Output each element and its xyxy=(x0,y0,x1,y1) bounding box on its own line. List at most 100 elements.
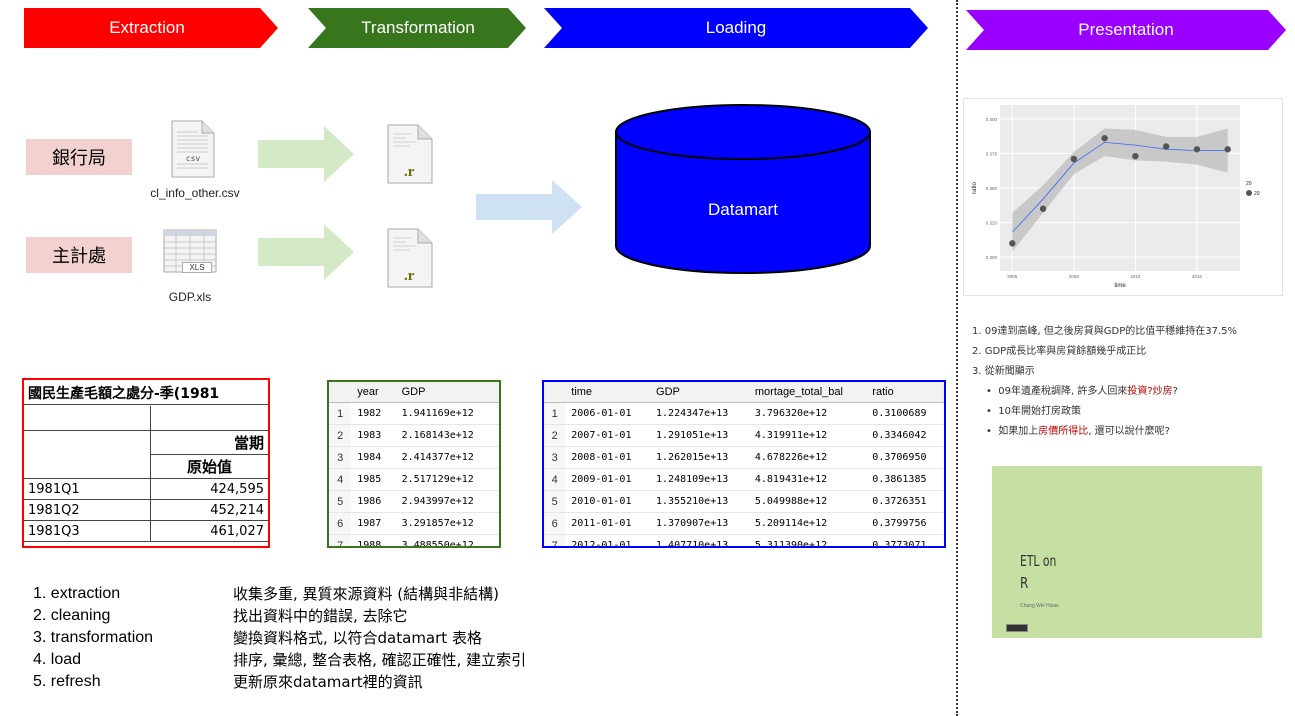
data-point xyxy=(1193,146,1201,153)
table-cell: 5.209114e+12 xyxy=(748,512,867,535)
table-cell: 1.248109e+13 xyxy=(650,468,749,491)
xls-file-name: GDP.xls xyxy=(168,290,212,304)
table-cell: 2007-01-01 xyxy=(565,424,651,447)
note-bullet-2-text: 10年開始打房政策 xyxy=(998,406,1081,417)
y-tick-label: 0.325 xyxy=(986,221,998,226)
note-bullet-1: • 09年遺產稅調降, 許多人回來投資?炒房? xyxy=(986,386,1178,397)
row-number-cell: 3 xyxy=(544,446,566,469)
table-cell: 2006-01-01 xyxy=(565,402,651,425)
table-cell: 2.414377e+12 xyxy=(395,446,499,469)
row-number-cell: 6 xyxy=(544,512,566,535)
step-desc: 找出資料中的錯誤, 去除它 xyxy=(233,607,408,625)
legend-label: 20 xyxy=(1254,191,1260,197)
row-number-cell: 4 xyxy=(544,468,566,491)
note-2: 2. GDP成長比率與房貸餘額幾乎成正比 xyxy=(972,346,1147,357)
row-number-cell: 1 xyxy=(544,402,566,425)
transformation-label: Transformation xyxy=(361,18,475,37)
stage-presentation: Presentation xyxy=(966,10,1286,50)
data-point xyxy=(1132,152,1139,160)
datamart-cylinder: Datamart xyxy=(614,104,872,276)
row-number-cell: 2 xyxy=(544,424,566,447)
x-tick-label: 2006 xyxy=(1007,274,1018,279)
y-tick-label: 0.300 xyxy=(986,255,998,260)
table-cell: 1.407710e+13 xyxy=(650,534,749,546)
table-cell: 1987 xyxy=(351,512,396,535)
note-bullet-3: • 如果加上房價所得比, 還可以說什麼呢? xyxy=(986,426,1170,437)
gdp-sheet-title: 國民生產毛額之處分-季(1981 xyxy=(28,386,220,402)
data-point xyxy=(1224,146,1231,153)
row-number-cell: 7 xyxy=(544,534,566,546)
legend-title: 20 xyxy=(1246,181,1252,187)
table-cell: 1983 xyxy=(351,424,396,447)
table-cell: 1.262015e+13 xyxy=(650,446,749,469)
x-axis-label: time xyxy=(1114,283,1126,289)
table-cell: 1986 xyxy=(351,490,396,513)
gdp-sheet-quarter: 1981Q2 xyxy=(24,499,151,521)
table-cell: 3.796320e+12 xyxy=(748,402,867,425)
table-cell: 2.517129e+12 xyxy=(395,468,499,491)
xls-file-icon: XLS xyxy=(162,228,220,276)
table-cell: 1982 xyxy=(351,402,396,425)
stage-transformation: Transformation xyxy=(308,8,526,48)
row-number-cell: 3 xyxy=(329,446,352,469)
step-desc: 變換資料格式, 以符合datamart 表格 xyxy=(233,629,482,647)
table-cell: 2010-01-01 xyxy=(565,490,651,513)
legend-key xyxy=(1246,190,1252,196)
stage-extraction: Extraction xyxy=(24,8,278,48)
slide-thumbnail[interactable]: ETL on R Chang Wei Hsiao xyxy=(992,466,1262,638)
table-cell: 0.3726351 xyxy=(866,490,944,513)
step-desc: 收集多重, 異質來源資料 (結構與非結構) xyxy=(233,585,500,603)
table-cell: 2.943997e+12 xyxy=(395,490,499,513)
table-cell: 2011-01-01 xyxy=(565,512,651,535)
slide-title-1: ETL on xyxy=(1020,552,1057,570)
table-cell: 1984 xyxy=(351,446,396,469)
note-bullet-1-highlight: 投資?炒房 xyxy=(1127,386,1173,397)
note-bullet-1-text: 09年遺產稅調降, 許多人回來 xyxy=(998,386,1128,397)
data-point xyxy=(1039,205,1047,212)
confidence-band xyxy=(1012,128,1228,252)
table-cell: 1.224347e+13 xyxy=(650,402,749,425)
col-header: ratio xyxy=(866,382,944,403)
table-cell: 0.3100689 xyxy=(866,402,944,425)
note-bullet-3-text: 如果加上 xyxy=(998,426,1039,437)
note-1: 1. 09達到高峰, 但之後房貸與GDP的比值平穩維持在37.5% xyxy=(972,326,1238,337)
table-cell: 1988 xyxy=(351,534,396,546)
gdp-sheet-header-original: 原始值 xyxy=(150,454,268,479)
col-header: mortage_total_bal xyxy=(748,382,867,403)
table-cell: 3.291857e+12 xyxy=(395,512,499,535)
presentation-notes: 1. 09達到高峰, 但之後房貸與GDP的比值平穩維持在37.5% 2. GDP… xyxy=(972,322,1237,442)
table-cell: 1985 xyxy=(351,468,396,491)
y-tick-label: 0.375 xyxy=(986,151,998,156)
table-cell: 1.291051e+13 xyxy=(650,424,749,447)
table-cell: 2008-01-01 xyxy=(565,446,651,469)
slide-title-2: R xyxy=(1020,574,1029,592)
step-desc: 排序, 彙總, 整合表格, 確認正確性, 建立索引 xyxy=(233,651,527,669)
row-number-cell: 5 xyxy=(329,490,352,513)
data-point xyxy=(1101,135,1108,142)
gdp-sheet-quarter: 1981Q1 xyxy=(24,478,151,500)
table-cell: 1.370907e+13 xyxy=(650,512,749,535)
table-cell: 4.678226e+12 xyxy=(748,446,867,469)
table-cell: 5.049988e+12 xyxy=(748,490,867,513)
col-header xyxy=(329,382,352,403)
step-name: 5. refresh xyxy=(33,673,101,690)
col-header: GDP xyxy=(395,382,499,403)
row-number-cell: 5 xyxy=(544,490,566,513)
gdp-sheet-value: 452,214 xyxy=(150,499,268,521)
